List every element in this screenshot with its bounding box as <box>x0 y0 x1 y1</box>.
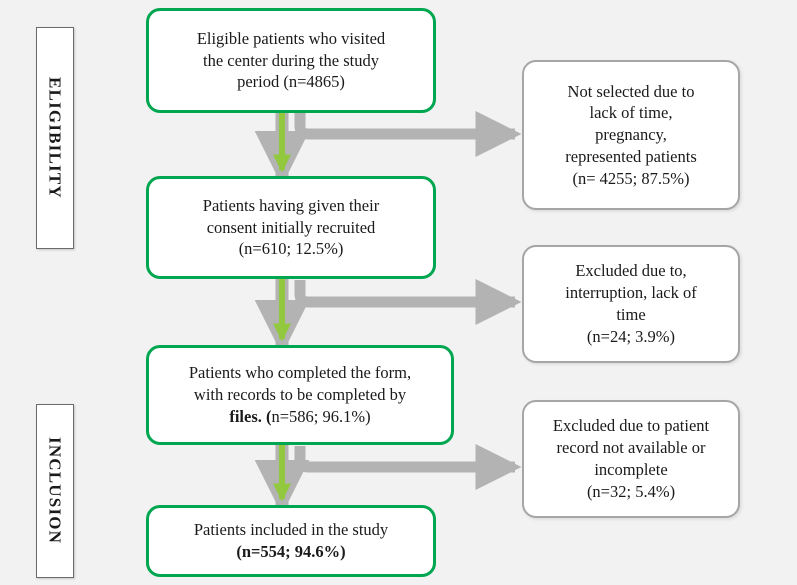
flow-box-eligible-text: Eligible patients who visited the center… <box>197 28 385 94</box>
exclusion-box-interruption: Excluded due to, interruption, lack of t… <box>522 245 740 363</box>
exclusion-1-text: Not selected due to lack of time, pregna… <box>565 81 696 190</box>
consent-line-2: consent initially recruited <box>206 217 376 237</box>
excl-2-line-3: time <box>616 305 646 324</box>
excl-3-line-2: record not available or <box>556 438 706 458</box>
flow-box-completed-form: Patients who completed the form, with re… <box>146 345 454 445</box>
consent-line-3: (n=610; 12.5%) <box>238 239 344 259</box>
phase-label-inclusion: INCLUSION <box>36 404 74 578</box>
excl-2-line-1: Excluded due to, <box>575 261 687 281</box>
excl-3-line-4: (n=32; 5.4%) <box>586 481 676 501</box>
excl-2-line-4: (n=24; 3.9%) <box>586 326 676 346</box>
connector-consent-to-exclusion-2 <box>294 278 522 326</box>
exclusion-2-text: Excluded due to, interruption, lack of t… <box>565 260 697 347</box>
completed-line-2: with records to be completed by <box>193 385 407 405</box>
connector-eligible-to-exclusion-1 <box>294 110 522 158</box>
flow-box-consent-text: Patients having given their consent init… <box>203 195 379 261</box>
excl-2-line-2: interruption, lack of <box>565 283 697 303</box>
completed-line-3-rest: n=586; 96.1%) <box>271 406 371 426</box>
excl-3-line-3: incomplete <box>594 460 668 479</box>
exclusion-box-not-selected: Not selected due to lack of time, pregna… <box>522 60 740 210</box>
phase-label-eligibility: ELIGIBILITY <box>36 27 74 249</box>
completed-line-3: files. (n=586; 96.1%) <box>189 406 411 428</box>
phase-label-inclusion-text: INCLUSION <box>45 437 65 545</box>
included-line-1: Patients included in the study <box>193 520 389 540</box>
completed-line-3-bold: files. ( <box>229 406 272 426</box>
excl-1-line-4: represented patients <box>565 146 697 166</box>
eligible-line-2: the center during the study <box>203 50 379 70</box>
excl-1-line-5: (n= 4255; 87.5%) <box>572 168 690 188</box>
flow-box-included-patients: Patients included in the study (n=554; 9… <box>146 505 436 577</box>
phase-label-eligibility-text: ELIGIBILITY <box>45 77 65 199</box>
excl-1-line-2: lack of time, <box>589 103 673 123</box>
eligible-line-1: Eligible patients who visited <box>196 28 386 48</box>
flow-box-completed-text: Patients who completed the form, with re… <box>189 362 411 428</box>
excl-1-line-1: Not selected due to <box>567 81 695 101</box>
excl-1-line-3: pregnancy, <box>595 125 667 145</box>
completed-line-1: Patients who completed the form, <box>188 363 412 383</box>
flow-box-included-text: Patients included in the study (n=554; 9… <box>194 519 388 563</box>
excl-3-line-1: Excluded due to patient <box>552 416 710 436</box>
consent-line-1: Patients having given their <box>202 195 380 215</box>
connector-completed-to-exclusion-3 <box>294 443 522 491</box>
exclusion-box-record-unavailable: Excluded due to patient record not avail… <box>522 400 740 518</box>
flow-box-eligible-patients: Eligible patients who visited the center… <box>146 8 436 113</box>
included-line-2: (n=554; 94.6%) <box>236 542 346 561</box>
exclusion-3-text: Excluded due to patient record not avail… <box>553 415 709 502</box>
eligible-line-3: period (n=4865) <box>237 72 345 92</box>
flow-box-consented-patients: Patients having given their consent init… <box>146 176 436 279</box>
